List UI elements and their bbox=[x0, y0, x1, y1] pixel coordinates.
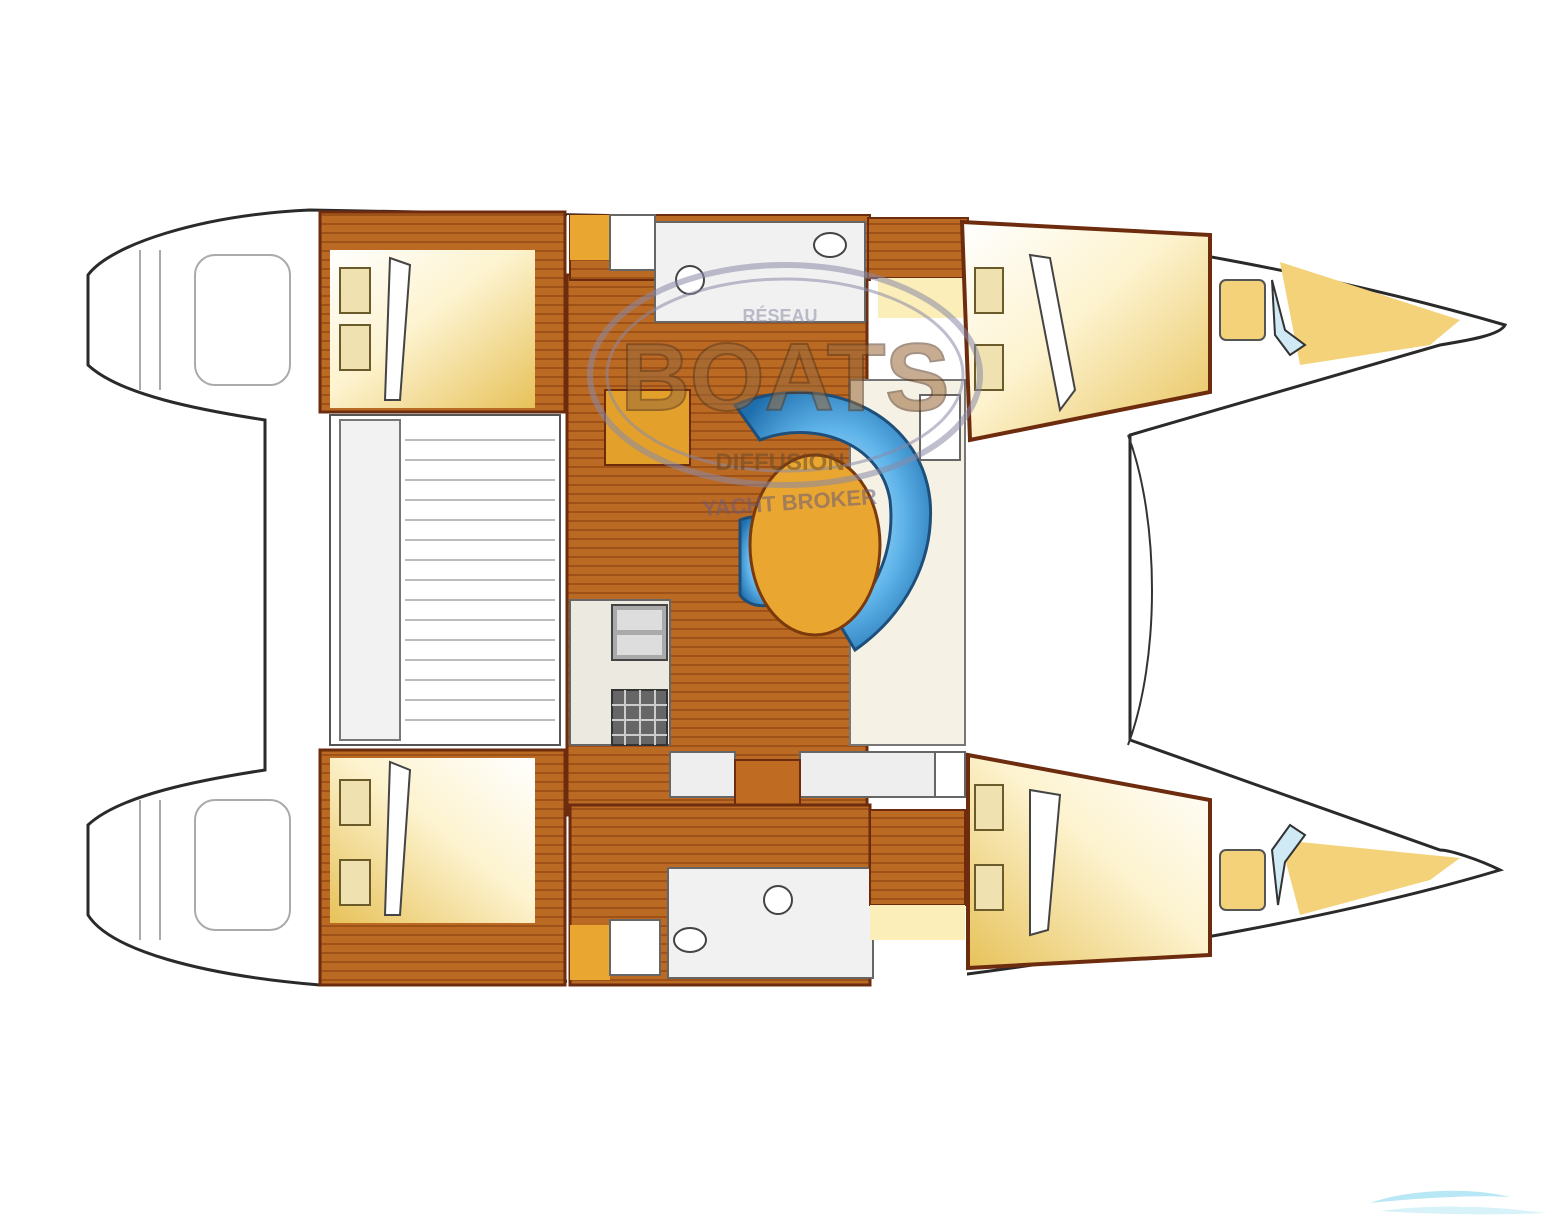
corner-logo-text: BOM bbox=[1458, 1196, 1486, 1210]
port-head bbox=[569, 214, 871, 323]
companionway-steps bbox=[669, 394, 966, 811]
watermark: RÉSEAU BOATS DIFFUSION YACHT BROKER bbox=[587, 262, 983, 521]
cockpit bbox=[329, 414, 561, 746]
aft-helm-outlines bbox=[139, 250, 291, 940]
forward-beam bbox=[1127, 434, 1153, 746]
starboard-aft-cabin bbox=[318, 748, 567, 987]
port-aft-cabin bbox=[318, 210, 567, 414]
starboard-bow-berth bbox=[1219, 823, 1460, 915]
watermark-top: RÉSEAU bbox=[742, 305, 817, 326]
corner-logo: BOM bbox=[1370, 1190, 1545, 1215]
port-bow-berth bbox=[1219, 262, 1460, 365]
watermark-main: BOATS bbox=[621, 324, 950, 431]
starboard-head bbox=[568, 803, 966, 987]
galley bbox=[569, 599, 671, 746]
starboard-forward-cabin bbox=[966, 752, 1212, 971]
watermark-middle: DIFFUSION bbox=[715, 449, 844, 476]
